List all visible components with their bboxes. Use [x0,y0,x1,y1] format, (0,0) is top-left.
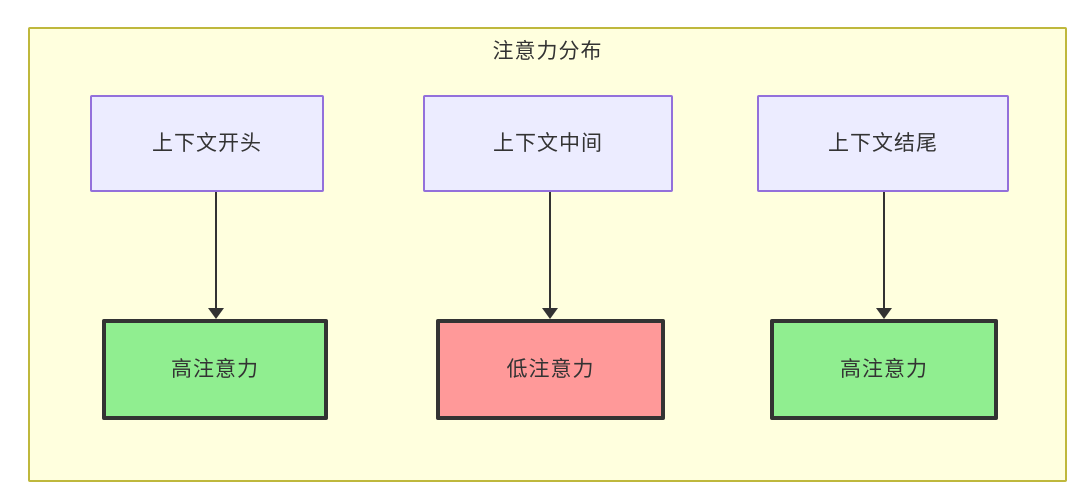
node-context-end-label: 上下文结尾 [828,132,938,155]
node-context-beginning-label: 上下文开头 [152,132,262,155]
node-attention-high-right-label: 高注意力 [840,358,928,381]
node-attention-high-left-label: 高注意力 [171,358,259,381]
node-attention-low-middle[interactable]: 低注意力 [436,319,665,420]
subgraph-container: 注意力分布 上下文开头 上下文中间 上下文结尾 高注意力 低注意力 高注意力 [28,27,1067,482]
edge-line [215,192,217,308]
node-attention-high-left[interactable]: 高注意力 [102,319,328,420]
node-attention-low-middle-label: 低注意力 [506,358,595,381]
node-context-end[interactable]: 上下文结尾 [757,95,1009,192]
arrowhead-icon [542,308,558,319]
edge-line [549,192,551,308]
edge-line [883,192,885,308]
node-attention-high-right[interactable]: 高注意力 [770,319,998,420]
node-context-middle[interactable]: 上下文中间 [423,95,673,192]
subgraph-title: 注意力分布 [492,40,603,63]
node-context-beginning[interactable]: 上下文开头 [90,95,324,192]
arrowhead-icon [208,308,224,319]
node-context-middle-label: 上下文中间 [493,132,603,155]
arrowhead-icon [876,308,892,319]
